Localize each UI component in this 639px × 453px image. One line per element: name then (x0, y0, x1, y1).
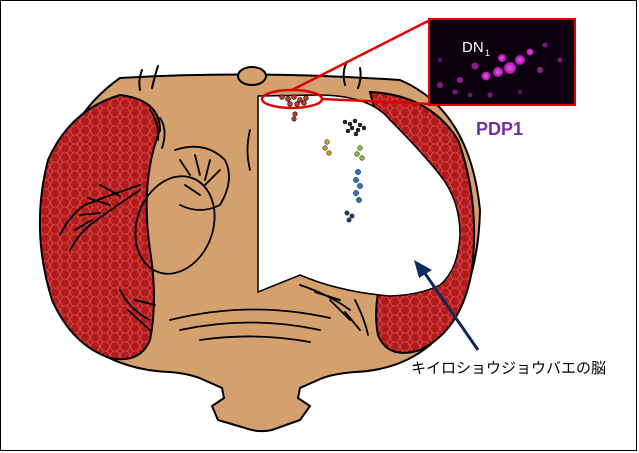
inset-dn-subscript: 1 (485, 48, 490, 58)
brain-pointer-arrow (414, 260, 480, 351)
green-cluster (354, 145, 365, 161)
lateral-cluster (342, 118, 367, 137)
neuron-clusters (279, 94, 367, 223)
brain-cutaway (257, 94, 461, 297)
blue-cluster (353, 169, 363, 203)
dn1-cluster (279, 94, 309, 122)
left-compound-eye (38, 93, 162, 361)
zoom-connector-lines (291, 18, 431, 106)
head-bristles (138, 63, 362, 91)
inset-dn-label: DN (462, 39, 484, 56)
micrograph-inset: DN 1 (428, 18, 576, 106)
left-face-details (59, 109, 331, 343)
ocellar-bump (237, 66, 267, 86)
pdp1-label: PDP1 (476, 119, 523, 139)
navy-cluster (344, 210, 355, 223)
yellow-cluster (322, 139, 332, 156)
brain-caption: キイロショウジョウバエの脳 (411, 360, 606, 377)
right-face-details (299, 284, 369, 336)
